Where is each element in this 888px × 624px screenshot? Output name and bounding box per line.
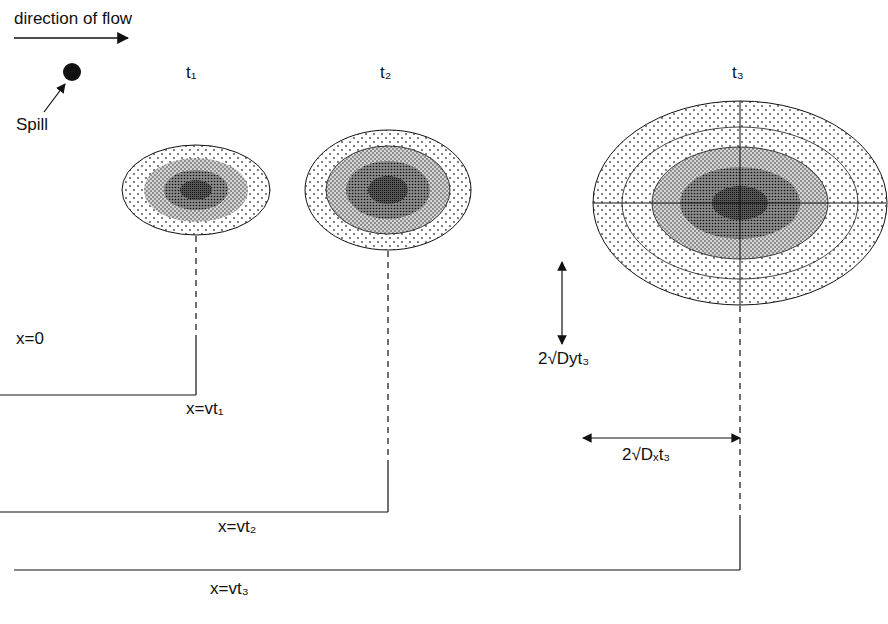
dimension-arrow	[561, 262, 562, 344]
dimension-label: 2√Dyt₃	[538, 350, 589, 369]
leader-line	[44, 84, 65, 112]
position-label: x=vt₃	[210, 580, 249, 599]
position-label: x=0	[16, 330, 44, 349]
plume-t3	[593, 101, 887, 305]
plume-t2	[305, 130, 471, 250]
plume-t1	[122, 145, 270, 235]
flow-caption: direction of flow	[14, 10, 132, 29]
dimension-label: 2√Dₓt₃	[622, 446, 670, 465]
time-label: t₃	[732, 64, 744, 83]
time-label: t₂	[380, 64, 391, 83]
position-lines	[0, 236, 740, 570]
position-label: x=vt₂	[218, 518, 256, 537]
flow-arrow	[14, 37, 128, 39]
spill-label: Spill	[16, 116, 48, 135]
dimension-arrow	[583, 437, 740, 438]
spill-dot	[63, 63, 81, 81]
time-label: t₁	[186, 64, 196, 83]
position-label: x=vt₁	[186, 400, 223, 419]
